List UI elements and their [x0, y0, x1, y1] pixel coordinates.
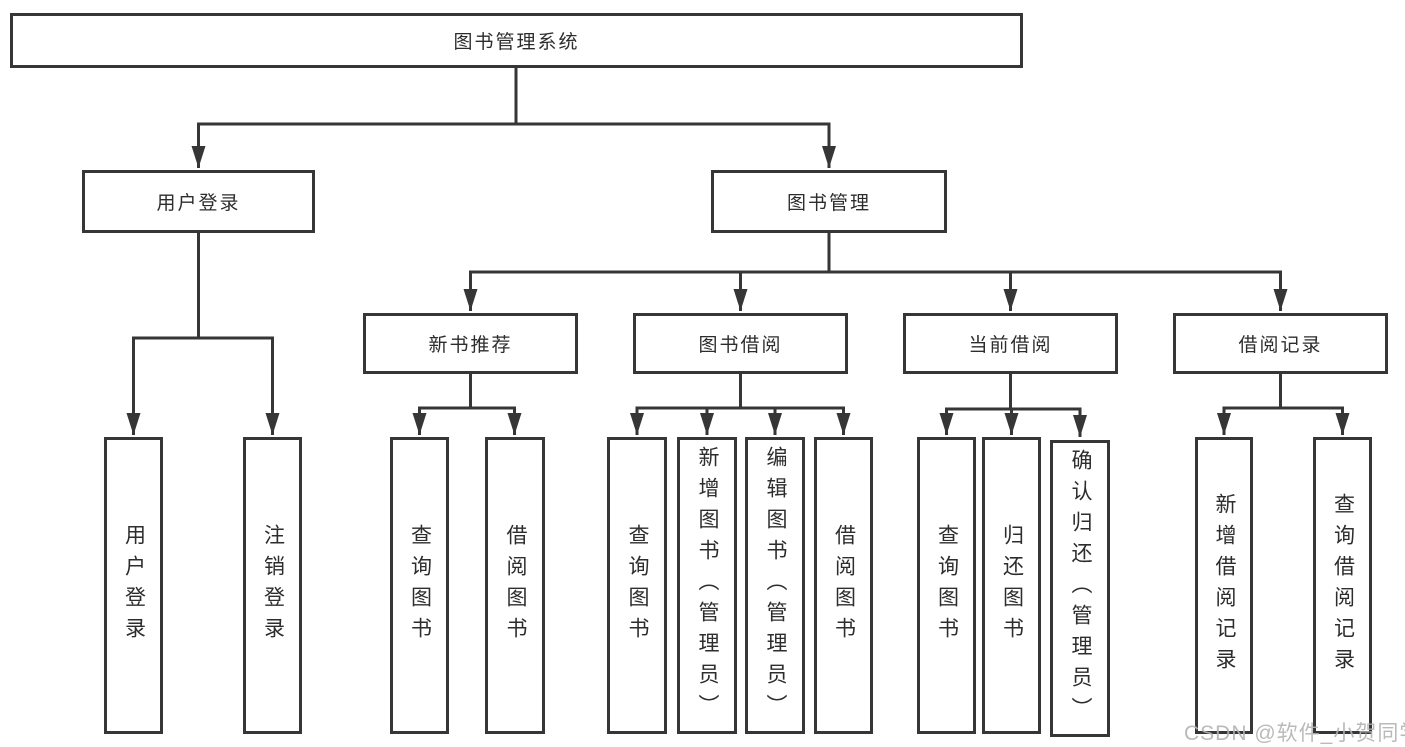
node-root: 图书管理系统 [10, 13, 1023, 68]
leaf-query-books-current: 查询图书 [917, 437, 976, 734]
node-borrowing-records: 借阅记录 [1173, 313, 1388, 374]
node-new-book-recommendation: 新书推荐 [363, 313, 578, 374]
leaf-borrow-books-recommendation: 借阅图书 [485, 437, 545, 734]
connectors-current-borrowing-to-leaves [939, 374, 1087, 437]
csdn-watermark: CSDN @软件_小贺同学 [1184, 722, 1405, 745]
connectors-book-borrowing-to-leaves [630, 374, 851, 435]
connectors-new-book-recommendation-to-leaves [412, 374, 522, 435]
leaf-query-borrow-record: 查询借阅记录 [1313, 437, 1372, 734]
node-current-borrowing: 当前借阅 [903, 313, 1118, 374]
connectors-user-login-to-leaves [126, 233, 280, 435]
leaf-query-books-borrowing: 查询图书 [607, 437, 667, 734]
leaf-add-books-admin: 新增图书（管理员） [677, 437, 737, 734]
leaf-borrow-books-borrowing: 借阅图书 [814, 437, 873, 734]
leaf-edit-books-admin: 编辑图书（管理员） [745, 437, 805, 734]
node-book-management: 图书管理 [711, 170, 947, 233]
node-user-login: 用户登录 [82, 170, 315, 233]
leaf-return-books: 归还图书 [982, 437, 1041, 734]
leaf-user-login: 用户登录 [104, 437, 163, 734]
leaf-query-books-recommendation: 查询图书 [390, 437, 449, 734]
connectors-book-management-to-level3 [463, 233, 1288, 311]
leaf-logout: 注销登录 [243, 437, 302, 734]
leaf-add-borrow-record: 新增借阅记录 [1195, 437, 1253, 734]
connectors-root-to-level2 [191, 68, 836, 168]
leaf-confirm-return-admin: 确认归还（管理员） [1050, 440, 1110, 737]
connectors-borrowing-records-to-leaves [1217, 374, 1350, 435]
node-book-borrowing: 图书借阅 [633, 313, 848, 374]
